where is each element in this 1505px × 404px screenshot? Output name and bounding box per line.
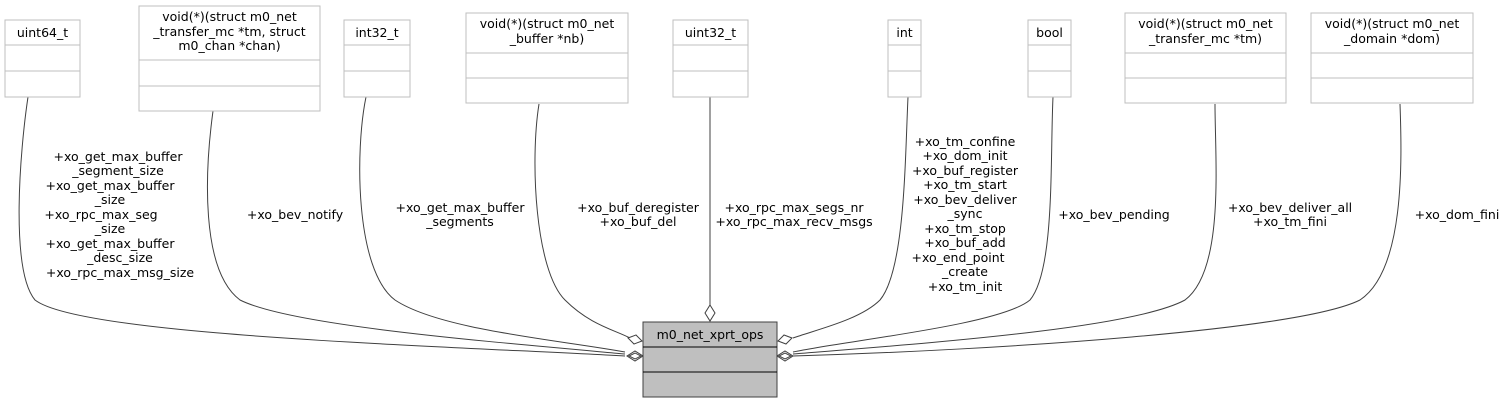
type-label-line: void(*)(struct m0_net [1138,16,1273,31]
edge-label-line: +xo_get_max_buffer [46,178,176,193]
edge-label-line: +xo_rpc_max_msg_size [46,265,194,280]
edge-label-line: +xo_rpc_max_segs_nr [724,200,864,215]
edge-label-line: +xo_bev_notify [247,207,344,222]
type-label: int32_t [355,25,398,40]
edge-uint64 [18,96,626,357]
diamond-right-upper-icon [777,334,793,345]
type-label: int [896,25,912,40]
type-cb-tm-box[interactable]: void(*)(struct m0_net _transfer_mc *tm) [1124,12,1287,104]
edge-label-cb-buffer: +xo_buf_deregister +xo_buf_del [577,200,700,229]
edge-label-line: +xo_bev_deliver [913,192,1017,207]
edge-label-line: +xo_rpc_max_seg [44,207,157,222]
edge-label-bool: +xo_bev_pending [1058,207,1169,222]
type-cb-dom-box[interactable]: void(*)(struct m0_net _domain *dom) [1310,12,1474,104]
edge-label-line: +xo_bev_pending [1058,207,1169,222]
edge-label-cb-tm: +xo_bev_deliver_all +xo_tm_fini [1228,200,1352,229]
type-uint32-box[interactable]: uint32_t [672,19,749,98]
edge-label-cb-dom: +xo_dom_fini [1415,207,1500,222]
edge-label-line: +xo_tm_start [923,177,1007,192]
edge-label-uint32: +xo_rpc_max_segs_nr +xo_rpc_max_recv_msg… [715,200,872,229]
edge-label-line: +xo_buf_deregister [577,200,700,215]
edge-label-line: +xo_dom_fini [1415,207,1500,222]
type-label: bool [1036,25,1063,40]
type-label-line: _buffer *nb) [509,31,585,46]
type-cb-chan-box[interactable]: void(*)(struct m0_net _transfer_mc *tm, … [138,5,321,112]
edge-label-line: +xo_tm_init [928,279,1003,294]
edge-label-line: _segments [425,214,494,229]
edge-label-line: +xo_rpc_max_recv_msgs [715,214,872,229]
type-bool-box[interactable]: bool [1027,19,1072,98]
edge-label-line: +xo_get_max_buffer [54,149,184,164]
edge-label-line: +xo_dom_init [922,148,1007,163]
diamond-left-lower-2-icon [627,352,643,360]
edge-label-cb-chan: +xo_bev_notify [247,207,344,222]
edge-label-line: _size [94,221,126,236]
edge-label-line: +xo_tm_fini [1253,214,1327,229]
main-class-name: m0_net_xprt_ops [657,327,764,342]
diamond-left-upper-icon [627,334,643,345]
type-label-line: _domain *dom) [1343,31,1440,46]
edge-label-line: _sync [947,206,983,221]
edge-label-line: +xo_tm_stop [924,221,1006,236]
type-label-line: void(*)(struct m0_net [162,9,297,24]
type-cb-buffer-box[interactable]: void(*)(struct m0_net _buffer *nb) [465,12,629,104]
edge-label-line: _size [94,192,126,207]
edge-label-line: _create [941,264,988,279]
diamond-top-icon [704,304,716,322]
edge-label-line: +xo_buf_register [912,163,1019,178]
edge-label-line: +xo_bev_deliver_all [1228,200,1352,215]
edge-int32 [359,96,626,353]
edge-cb-buffer [534,103,631,339]
type-label: uint64_t [17,25,68,40]
type-uint64-box[interactable]: uint64_t [4,19,81,98]
edge-label-uint64: +xo_get_max_buffer _segment_size +xo_get… [44,149,194,280]
main-class-box[interactable]: m0_net_xprt_ops [642,321,778,398]
type-int-box[interactable]: int [887,19,922,98]
type-label-line: void(*)(struct m0_net [1325,16,1460,31]
edge-cb-tm [792,103,1217,355]
edge-label-line: _desc_size [86,250,153,265]
edge-cb-dom [792,103,1402,357]
edge-int [792,96,909,339]
edge-label-line: +xo_buf_del [600,214,677,229]
aggregation-diamonds [626,304,794,362]
type-label-line: m0_chan *chan) [178,38,280,53]
edge-label-line: _segment_size [71,163,164,178]
type-label-line: _transfer_mc *tm, struct [152,24,306,39]
edge-label-int: +xo_tm_confine +xo_dom_init +xo_buf_regi… [911,134,1018,294]
type-label: uint32_t [685,25,736,40]
diamond-right-lower-2-icon [777,352,793,360]
type-label-line: _transfer_mc *tm) [1148,31,1262,46]
type-int32-box[interactable]: int32_t [343,19,411,98]
edge-label-line: +xo_get_max_buffer [46,236,176,251]
edge-label-line: +xo_get_max_buffer [396,200,526,215]
edge-label-line: +xo_end_point [911,250,1004,265]
edge-cb-chan [207,110,626,355]
edge-label-int32: +xo_get_max_buffer _segments [396,200,526,229]
type-label-line: void(*)(struct m0_net [480,16,615,31]
edges [18,96,1402,357]
edge-label-line: +xo_tm_confine [915,134,1016,149]
edge-label-line: +xo_buf_add [924,235,1005,250]
edge-bool [792,96,1054,353]
